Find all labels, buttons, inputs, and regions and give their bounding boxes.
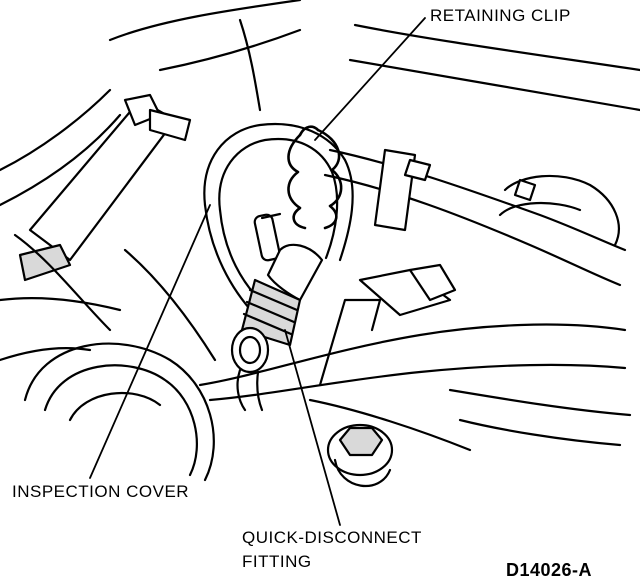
- chassis-lines: [0, 0, 640, 207]
- figure-id: D14026-A: [506, 560, 593, 580]
- retaining-clip: [287, 125, 343, 230]
- inspection-cover-label: INSPECTION COVER: [12, 482, 190, 501]
- frame-bar-left: [18, 93, 192, 282]
- nozzle: [253, 212, 282, 262]
- pipes-right: [323, 148, 627, 287]
- retaining-clip-label: RETAINING CLIP: [430, 6, 571, 25]
- mounting-plate: [198, 263, 627, 452]
- round-housing: [0, 342, 215, 482]
- background-structure: [0, 233, 632, 447]
- leader-lines: [89, 17, 426, 526]
- hex-bolt: [326, 423, 394, 488]
- quick-disconnect-label-line1: QUICK-DISCONNECT: [242, 528, 422, 547]
- quick-disconnect-fitting: [230, 243, 324, 412]
- quick-disconnect-label-line2: FITTING: [242, 552, 312, 571]
